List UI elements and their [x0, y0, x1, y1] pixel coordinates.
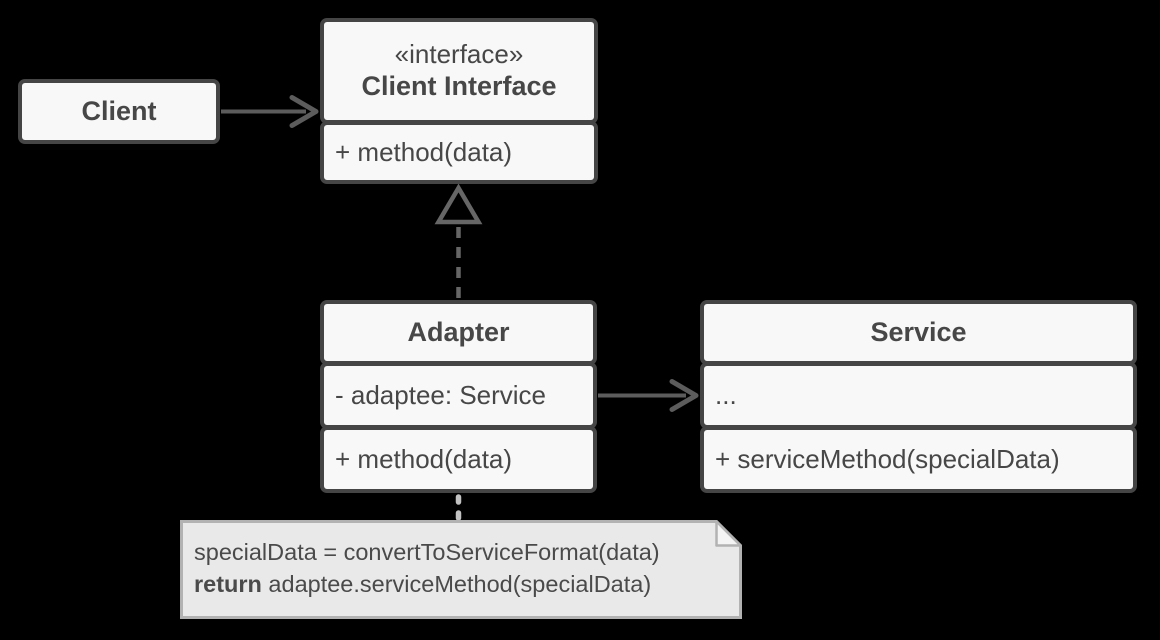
class-client-interface-header: «interface» Client Interface	[320, 18, 598, 124]
class-service-attribute: ...	[700, 362, 1137, 429]
note-line1: specialData = convertToServiceFormat(dat…	[194, 539, 660, 565]
note-return-keyword: return	[194, 571, 262, 597]
attribute-label: - adaptee: Service	[335, 380, 547, 410]
method-label: + method(data)	[335, 444, 513, 474]
attribute-label: ...	[715, 380, 737, 410]
class-adapter-method: + method(data)	[320, 426, 597, 493]
note-line2: adaptee.serviceMethod(specialData)	[261, 571, 652, 597]
realization-adapter-to-interface	[434, 183, 483, 299]
class-service-title: Service	[700, 300, 1137, 365]
hollow-triangle-icon	[434, 183, 483, 225]
code-note: specialData = convertToServiceFormat(dat…	[180, 520, 742, 620]
note-fold-icon	[715, 520, 742, 547]
class-title-label: Client	[81, 96, 157, 127]
stereotype-label: «interface»	[394, 38, 524, 69]
method-label: + method(data)	[335, 137, 513, 167]
association-adapter-to-service	[598, 379, 699, 412]
class-adapter-title: Adapter	[320, 300, 597, 365]
class-client: Client	[18, 79, 220, 144]
open-arrowhead-icon	[669, 379, 699, 412]
method-label: + serviceMethod(specialData)	[715, 444, 1060, 474]
class-client-title: Client	[18, 79, 220, 144]
class-service-method: + serviceMethod(specialData)	[700, 426, 1137, 493]
class-client-interface-method: + method(data)	[320, 121, 598, 184]
class-adapter: Adapter - adaptee: Service + method(data…	[320, 300, 597, 493]
class-title-label: Service	[870, 317, 967, 348]
note-shape	[180, 520, 742, 619]
open-arrowhead-icon	[289, 95, 319, 128]
class-title-label: Adapter	[407, 317, 510, 348]
note-text: specialData = convertToServiceFormat(dat…	[194, 536, 660, 600]
association-client-to-interface	[221, 95, 319, 128]
class-title-label: Client Interface	[361, 71, 557, 102]
class-client-interface: «interface» Client Interface + method(da…	[320, 18, 598, 184]
class-service: Service ... + serviceMethod(specialData)	[700, 300, 1137, 493]
class-adapter-attribute: - adaptee: Service	[320, 362, 597, 429]
